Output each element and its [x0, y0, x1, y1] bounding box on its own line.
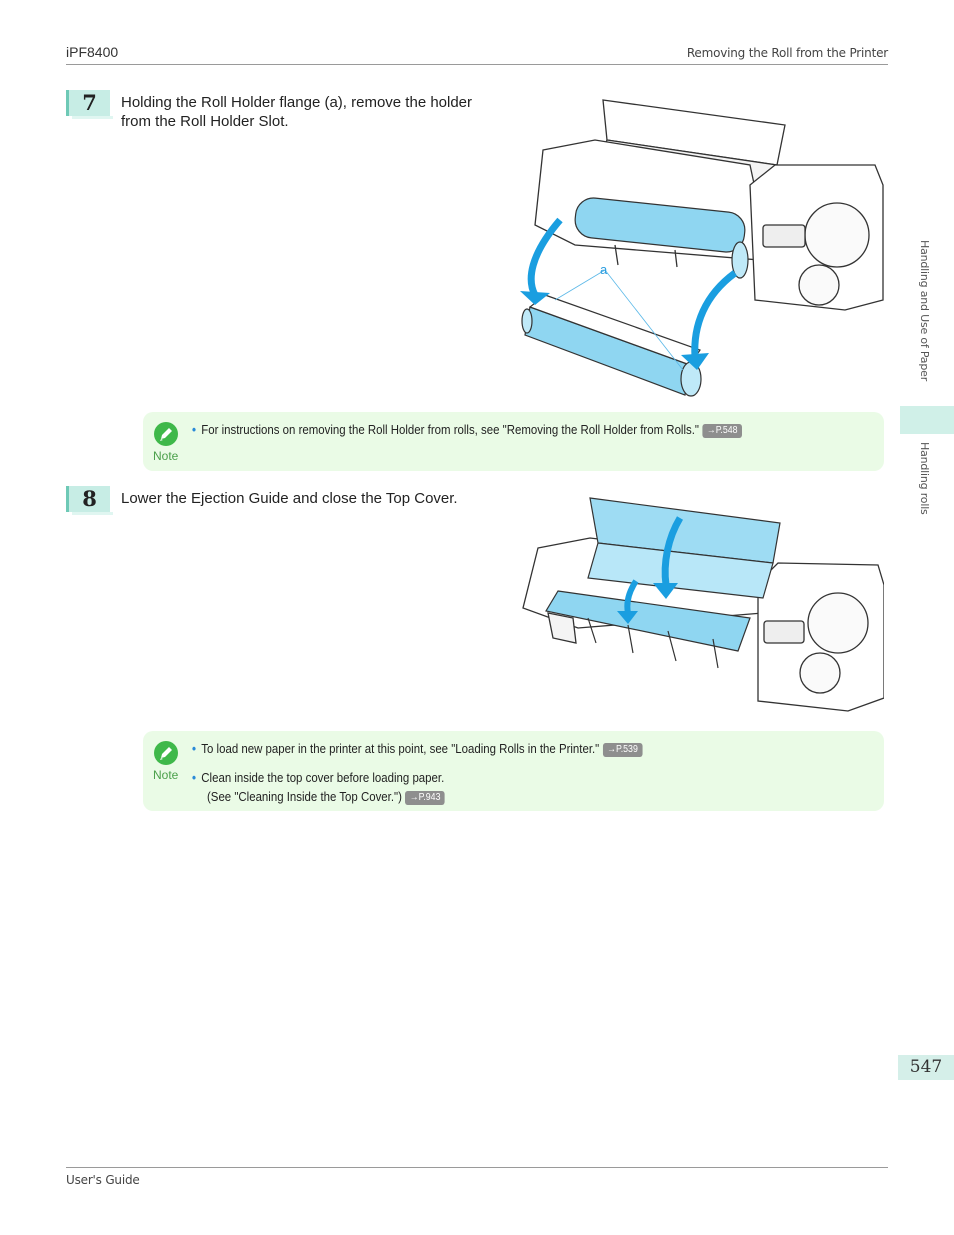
note-item: •For instructions on removing the Roll H… [192, 422, 742, 438]
header-model: iPF8400 [66, 44, 119, 60]
note-item-continuation: (See "Cleaning Inside the Top Cover.")→P… [207, 789, 445, 805]
header-section-title: Removing the Roll from the Printer [686, 46, 888, 60]
note-pencil-icon [154, 422, 178, 446]
note-item: •To load new paper in the printer at thi… [192, 741, 643, 757]
side-subchapter-label: Handling rolls [918, 442, 931, 515]
footer-guide-title: User's Guide [66, 1173, 140, 1187]
step-instruction: Holding the Roll Holder flange (a), remo… [121, 93, 472, 131]
header-divider [66, 64, 888, 65]
bullet-icon: • [192, 741, 197, 756]
step-number-badge: 8 [66, 486, 113, 515]
bullet-icon: • [192, 422, 197, 437]
note-item: •Clean inside the top cover before loadi… [192, 770, 445, 785]
bullet-icon: • [192, 770, 197, 785]
side-chapter-label: Handling and Use of Paper [918, 240, 931, 382]
note-box [143, 412, 884, 471]
note-box [143, 731, 884, 811]
close-top-cover-illustration [522, 497, 884, 712]
step-instruction: Lower the Ejection Guide and close the T… [121, 489, 458, 508]
roll-holder-removal-illustration [520, 99, 884, 397]
step-number-badge: 7 [66, 90, 113, 119]
note-label: Note [153, 449, 179, 463]
page-reference-link[interactable]: →P.548 [702, 423, 742, 438]
side-section-marker [900, 406, 954, 434]
note-label: Note [153, 768, 179, 782]
flange-callout-label: a [600, 262, 608, 277]
page-reference-link[interactable]: →P.539 [602, 742, 643, 757]
note-pencil-icon [154, 741, 178, 765]
footer-divider [66, 1167, 888, 1168]
page-reference-link[interactable]: →P.943 [405, 790, 445, 805]
page-number: 547 [898, 1055, 954, 1080]
step-text-line: Holding the Roll Holder flange (a), remo… [121, 94, 473, 111]
step-text-line: from the Roll Holder Slot. [121, 113, 289, 130]
step-text-line: Lower the Ejection Guide and close the T… [121, 490, 458, 507]
